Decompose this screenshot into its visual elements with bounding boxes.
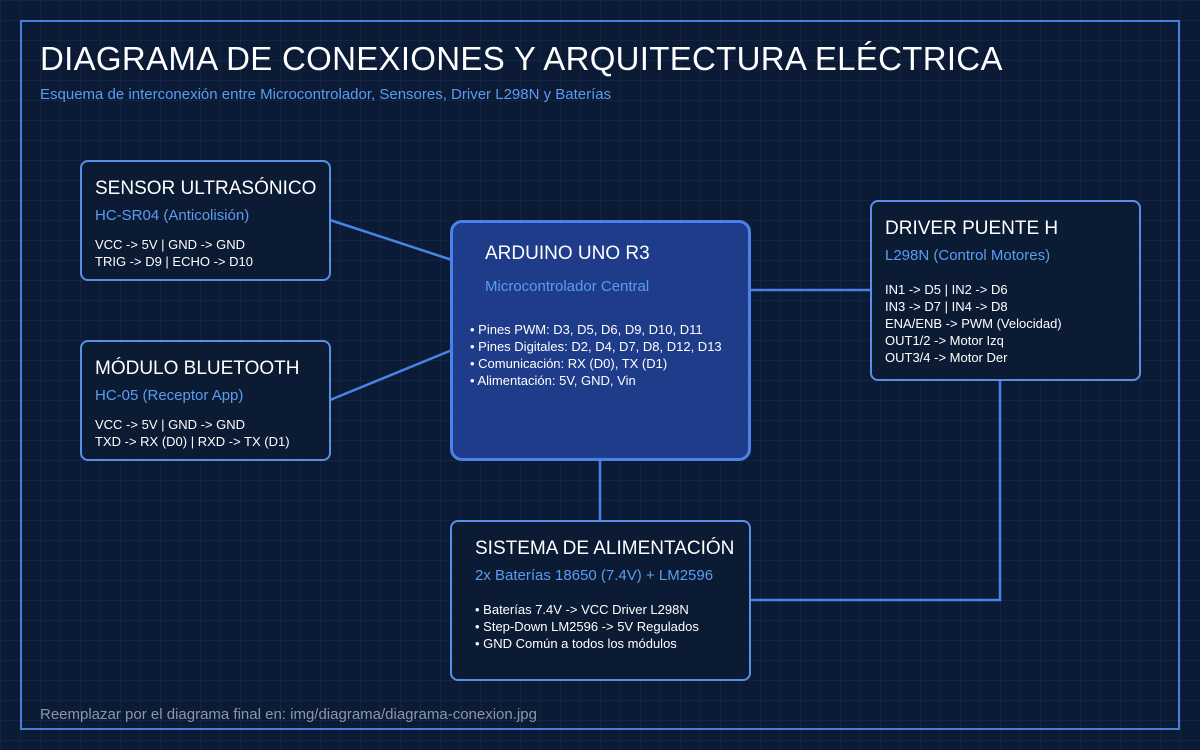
node-model: Microcontrolador Central xyxy=(485,278,650,295)
wire-bluetooth-arduino xyxy=(329,348,453,402)
node-name: SISTEMA DE ALIMENTACIÓN xyxy=(475,538,735,559)
detail-line: ENA/ENB -> PWM (Velocidad) xyxy=(885,316,1062,331)
footer-note: Reemplazar por el diagrama final en: img… xyxy=(40,706,537,723)
node-details: • Pines PWM: D3, D5, D6, D9, D10, D11 • … xyxy=(470,321,722,389)
node-name: ARDUINO UNO R3 xyxy=(485,243,650,264)
node-model: 2x Baterías 18650 (7.4V) + LM2596 xyxy=(475,567,714,584)
wire-driver-power xyxy=(750,380,1002,602)
node-sensor-ultrasonico: SENSOR ULTRASÓNICO HC-SR04 (Anticolisión… xyxy=(80,160,331,281)
node-arduino-uno: ARDUINO UNO R3 Microcontrolador Central … xyxy=(450,220,751,461)
detail-line: • Baterías 7.4V -> VCC Driver L298N xyxy=(475,602,689,617)
detail-line: • Comunicación: RX (D0), TX (D1) xyxy=(470,356,668,371)
node-model: L298N (Control Motores) xyxy=(885,247,1051,264)
page-subtitle: Esquema de interconexión entre Microcont… xyxy=(40,86,612,103)
detail-line: • Alimentación: 5V, GND, Vin xyxy=(470,373,636,388)
detail-line: OUT3/4 -> Motor Der xyxy=(885,350,1008,365)
detail-line: VCC -> 5V | GND -> GND xyxy=(95,417,246,432)
node-modulo-bluetooth: MÓDULO BLUETOOTH HC-05 (Receptor App) VC… xyxy=(80,340,331,461)
node-name: SENSOR ULTRASÓNICO xyxy=(95,178,317,199)
node-details: • Baterías 7.4V -> VCC Driver L298N • St… xyxy=(475,601,699,652)
detail-line: VCC -> 5V | GND -> GND xyxy=(95,237,246,252)
diagram-frame xyxy=(20,20,1180,730)
detail-line: IN3 -> D7 | IN4 -> D8 xyxy=(885,299,1008,314)
detail-line: IN1 -> D5 | IN2 -> D6 xyxy=(885,282,1008,297)
detail-line: • Pines PWM: D3, D5, D6, D9, D10, D11 xyxy=(470,322,703,337)
node-sistema-alimentacion: SISTEMA DE ALIMENTACIÓN 2x Baterías 1865… xyxy=(450,520,751,681)
node-details: IN1 -> D5 | IN2 -> D6 IN3 -> D7 | IN4 ->… xyxy=(885,281,1062,366)
detail-line: OUT1/2 -> Motor Izq xyxy=(885,333,1004,348)
detail-line: • GND Común a todos los módulos xyxy=(475,636,677,651)
detail-line: TRIG -> D9 | ECHO -> D10 xyxy=(95,254,253,269)
node-model: HC-SR04 (Anticolisión) xyxy=(95,207,250,224)
node-details: VCC -> 5V | GND -> GND TRIG -> D9 | ECHO… xyxy=(95,236,253,270)
detail-line: TXD -> RX (D0) | RXD -> TX (D1) xyxy=(95,434,290,449)
page-title: DIAGRAMA DE CONEXIONES Y ARQUITECTURA EL… xyxy=(40,40,1003,77)
node-name: MÓDULO BLUETOOTH xyxy=(95,358,300,379)
detail-line: • Step-Down LM2596 -> 5V Regulados xyxy=(475,619,699,634)
wire-sensor-arduino xyxy=(329,218,453,262)
detail-line: • Pines Digitales: D2, D4, D7, D8, D12, … xyxy=(470,339,722,354)
node-details: VCC -> 5V | GND -> GND TXD -> RX (D0) | … xyxy=(95,416,290,450)
node-driver-puente-h: DRIVER PUENTE H L298N (Control Motores) … xyxy=(870,200,1141,381)
node-model: HC-05 (Receptor App) xyxy=(95,387,244,404)
node-name: DRIVER PUENTE H xyxy=(885,218,1059,239)
